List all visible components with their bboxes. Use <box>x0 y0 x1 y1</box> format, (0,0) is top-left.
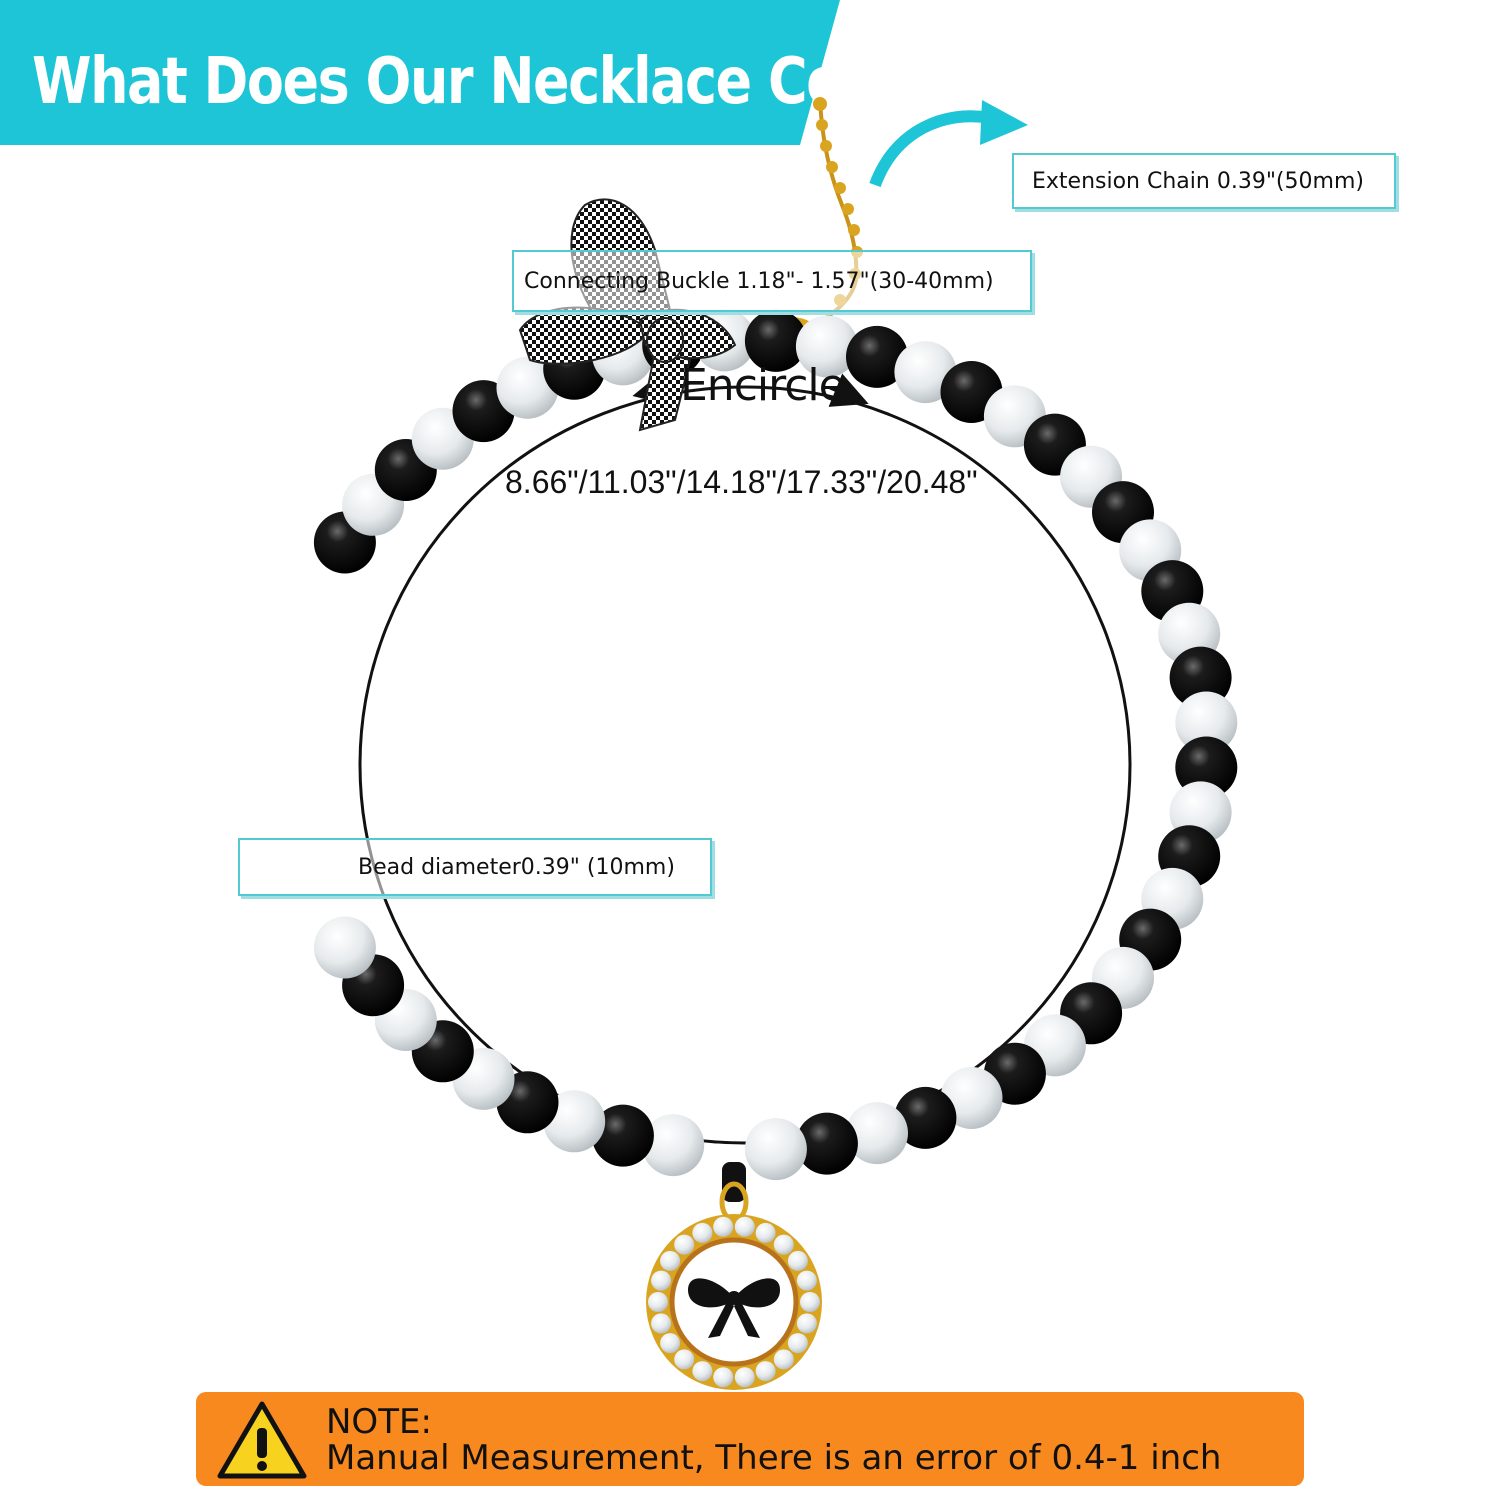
pendant-pearl <box>660 1250 681 1271</box>
pearl-bead <box>543 1090 606 1153</box>
pearl-bead <box>795 315 858 378</box>
warning-icon <box>217 1401 307 1479</box>
pendant-pearl <box>713 1367 734 1388</box>
extension-chain-text: Extension Chain 0.39"(50mm) <box>1032 168 1364 194</box>
page-title: What Does Our Necklace Contain <box>32 44 993 119</box>
extension-arrow-head <box>980 100 1028 145</box>
measurement-circle <box>358 385 1132 1145</box>
pearl-bead <box>313 916 376 979</box>
bead-strand <box>313 309 1238 1181</box>
pendant-pearl <box>692 1222 713 1243</box>
bow-icon <box>688 1278 780 1338</box>
pendant-pearl <box>651 1313 672 1334</box>
encircle-label: Encircle <box>680 360 846 411</box>
pendant-pearl <box>800 1292 820 1312</box>
note-text: Manual Measurement, There is an error of… <box>326 1438 1222 1478</box>
pearl-bead <box>744 1118 807 1181</box>
extension-arrow <box>869 110 992 188</box>
pearl-bead <box>642 1114 705 1177</box>
black-bead <box>846 325 908 388</box>
pearl-bead <box>846 1102 908 1165</box>
encircle-arrow-right <box>828 373 869 407</box>
buckle-label: Connecting Buckle 1.18"- 1.57"(30-40mm) <box>512 250 1032 312</box>
pendant-pearl <box>796 1313 817 1334</box>
pendant-pearl <box>755 1222 776 1243</box>
pendant-pearl <box>648 1292 668 1312</box>
black-bead <box>591 1104 654 1167</box>
extension-chain-label: Extension Chain 0.39"(50mm) <box>1012 153 1396 209</box>
pearl-bead <box>496 356 559 419</box>
pendant-pearl <box>674 1349 695 1370</box>
pendant-pearl <box>787 1333 808 1354</box>
pendant-pearl <box>734 1367 755 1388</box>
pendant-pearl <box>674 1234 695 1255</box>
pendant-pearl <box>692 1361 713 1382</box>
black-bead <box>894 1086 957 1149</box>
bead-diameter-text: Bead diameter0.39" (10mm) <box>358 854 675 880</box>
pendant-pearl <box>773 1234 794 1255</box>
black-bead <box>744 309 807 372</box>
pendant-pearl <box>734 1216 755 1237</box>
bow-pendant <box>646 1162 822 1390</box>
banner-shape <box>0 0 840 145</box>
pendant-pearl <box>755 1361 776 1382</box>
pendant-pearl <box>660 1333 681 1354</box>
pendant-pearl <box>713 1216 734 1237</box>
chain-links <box>813 97 863 351</box>
note-title: NOTE: <box>326 1402 432 1442</box>
bead-diameter-label: Bead diameter0.39" (10mm) <box>238 838 712 896</box>
pendant-pearl <box>796 1270 817 1291</box>
pearl-bead <box>1175 691 1238 754</box>
black-bead <box>795 1112 858 1175</box>
header-banner: What Does Our Necklace Contain <box>0 0 1500 160</box>
size-options: 8.66"/11.03"/14.18"/17.33"/20.48" <box>505 464 978 500</box>
pendant-pearl <box>773 1349 794 1370</box>
pendant-pearl <box>651 1270 672 1291</box>
pendant-pearl <box>787 1250 808 1271</box>
buckle-text: Connecting Buckle 1.18"- 1.57"(30-40mm) <box>524 268 994 294</box>
note-banner: NOTE: Manual Measurement, There is an er… <box>196 1392 1304 1486</box>
